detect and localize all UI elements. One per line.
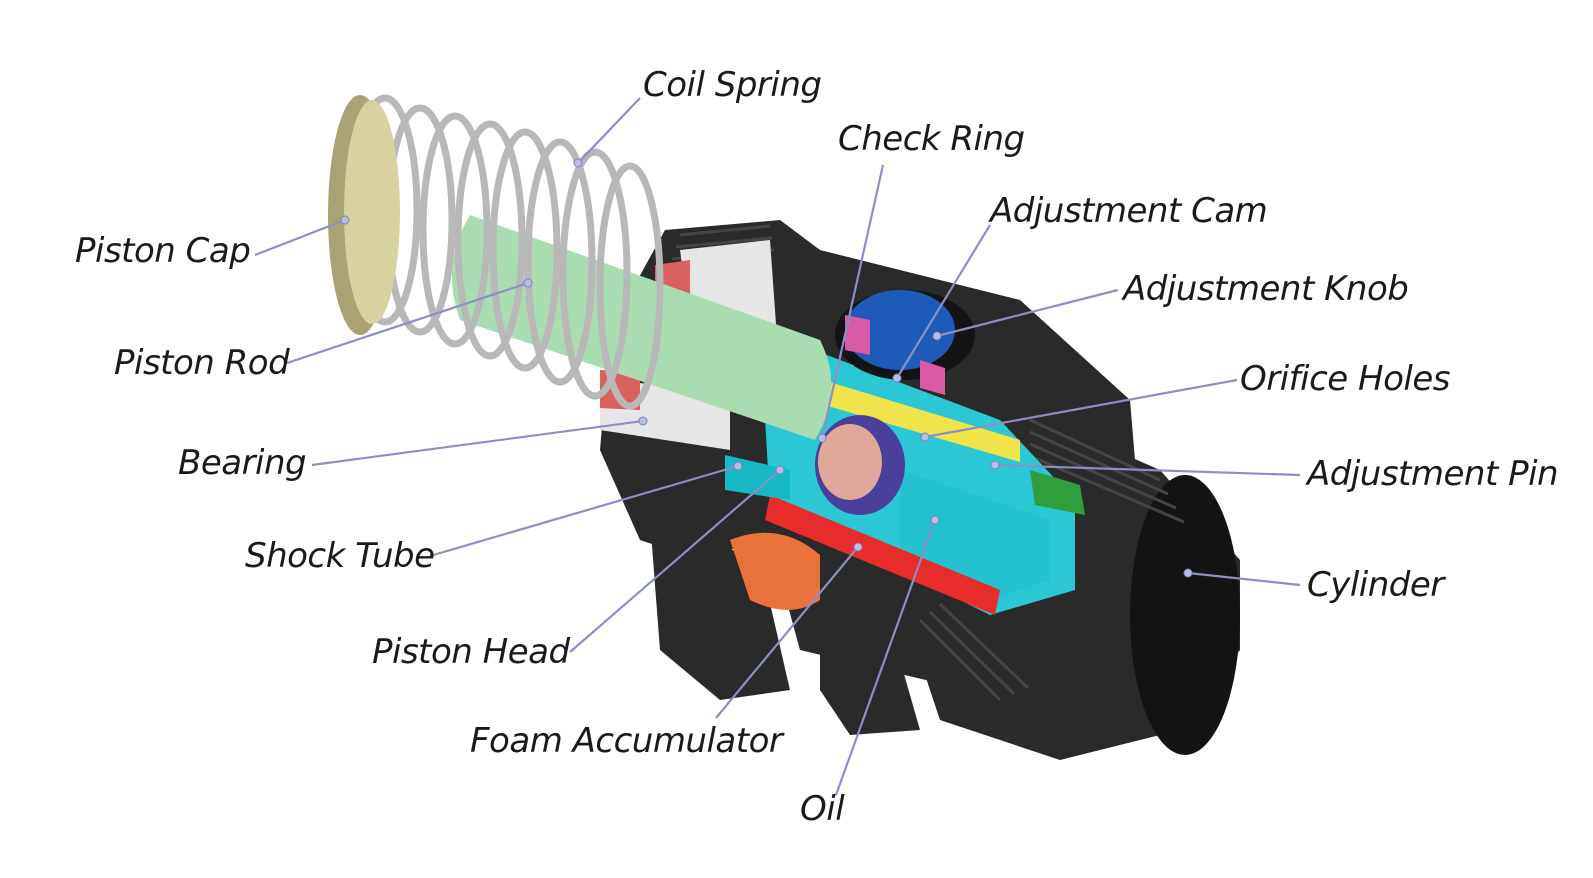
label-check-ring: Check Ring (838, 119, 1025, 159)
piston-head-part (815, 415, 905, 515)
leader-piston-rod (286, 278, 533, 365)
label-adjustment-pin: Adjustment Pin (1305, 454, 1558, 494)
label-shock-tube: Shock Tube (245, 536, 435, 576)
label-piston-head: Piston Head (372, 632, 570, 672)
leader-lines (254, 97, 1301, 796)
leader-adjustment-cam (892, 224, 991, 383)
adjustment-knob-part (835, 290, 975, 395)
adjustment-cam-bar (790, 370, 1020, 462)
label-orifice-holes: Orifice Holes (1240, 359, 1450, 399)
shock-absorber-illustration (328, 94, 1240, 760)
leader-check-ring (817, 164, 885, 443)
callout-labels: Coil Spring Check Ring Adjustment Cam Ad… (75, 65, 1559, 829)
label-coil-spring: Coil Spring (643, 65, 821, 105)
leader-piston-head (569, 465, 785, 653)
leader-coil-spring (573, 97, 641, 168)
adjustment-pin-part (1030, 470, 1085, 515)
leader-adjustment-knob (932, 288, 1119, 341)
leader-oil (834, 515, 940, 796)
label-foam-accumulator: Foam Accumulator (470, 721, 785, 761)
leader-piston-cap (254, 215, 350, 257)
label-piston-cap: Piston Cap (75, 231, 250, 271)
label-bearing: Bearing (178, 443, 306, 483)
label-cylinder: Cylinder (1307, 565, 1446, 605)
piston-cap-part (328, 95, 400, 335)
leader-orifice-holes (920, 378, 1238, 442)
foam-accumulator-strip (765, 495, 1000, 615)
label-adjustment-cam: Adjustment Cam (988, 191, 1267, 231)
label-adjustment-knob: Adjustment Knob (1121, 269, 1408, 309)
label-piston-rod: Piston Rod (114, 343, 290, 383)
foam-accumulator-block (730, 532, 820, 610)
leader-adjustment-pin (990, 460, 1301, 477)
piston-rod-part (452, 215, 832, 440)
leader-cylinder (1183, 568, 1301, 587)
label-oil: Oil (800, 789, 845, 829)
leader-shock-tube (429, 461, 743, 558)
leader-foam-accumulator (715, 542, 863, 719)
leader-bearing (311, 416, 648, 467)
